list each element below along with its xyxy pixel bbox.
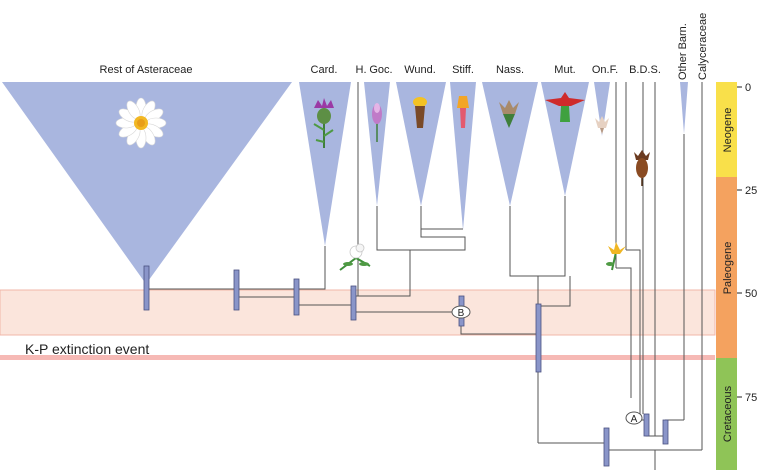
label-calyceraceae: Calyceraceae [697, 13, 709, 80]
label-bds: B.D.S. [629, 64, 661, 76]
nass-flower-icon [499, 100, 519, 128]
label-stiff: Stiff. [452, 64, 474, 76]
clade-h-goc [364, 82, 390, 206]
period-neogene [716, 82, 737, 177]
label-wund: Wund. [404, 64, 436, 76]
label-nass: Nass. [496, 64, 524, 76]
clade-stiff [450, 82, 476, 230]
kp-extinction-label: K-P extinction event [25, 341, 149, 357]
label-other-barn: Other Barn. [677, 23, 689, 80]
yellow-flower-icon [606, 242, 626, 271]
label-h: H. [356, 64, 367, 76]
stiff-flower-icon [457, 96, 469, 128]
white-flower-icon [339, 243, 371, 271]
on-f-flower-icon [595, 116, 609, 134]
label-rest-of-asteraceae: Rest of Asteraceae [100, 64, 193, 76]
clade-rest-of-asteraceae [2, 82, 292, 284]
node-b-marker [451, 305, 471, 319]
daisy-flower-icon [115, 97, 167, 149]
bds-flower-icon [634, 150, 650, 186]
clade-wund [396, 82, 446, 206]
thistle-flower-icon [313, 98, 334, 148]
period-paleogene-label: Paleogene [722, 242, 734, 295]
clade-labels: Rest of Asteraceae Card. H. Goc. Wund. S… [100, 13, 709, 80]
label-goc: Goc. [369, 64, 392, 76]
node-bars [143, 265, 669, 467]
clade-mut [541, 82, 589, 196]
period-paleogene [716, 177, 737, 358]
label-on-f: On.F. [592, 64, 618, 76]
h-goc-flower-icon [372, 103, 382, 142]
period-neogene-label: Neogene [722, 108, 734, 153]
clade-other-barn [680, 82, 688, 134]
node-a-marker [625, 411, 643, 425]
period-cretaceous [716, 358, 737, 470]
tick-50: 50 [745, 288, 757, 300]
period-cretaceous-label: Cretaceous [722, 385, 734, 442]
clade-card [299, 82, 351, 246]
wund-flower-icon [413, 97, 427, 128]
label-card: Card. [311, 64, 338, 76]
tick-75: 75 [745, 392, 757, 404]
kp-extinction-line [0, 355, 715, 360]
node-a-label: A [631, 414, 638, 425]
clade-on-f [594, 82, 610, 136]
timescale: Neogene Paleogene Cretaceous 0 25 50 75 [716, 82, 757, 470]
tick-25: 25 [745, 185, 757, 197]
clade-nass [482, 82, 538, 206]
label-mut: Mut. [554, 64, 575, 76]
node-b-label: B [458, 308, 465, 319]
tick-0: 0 [745, 82, 751, 94]
mut-flower-icon [545, 92, 585, 122]
